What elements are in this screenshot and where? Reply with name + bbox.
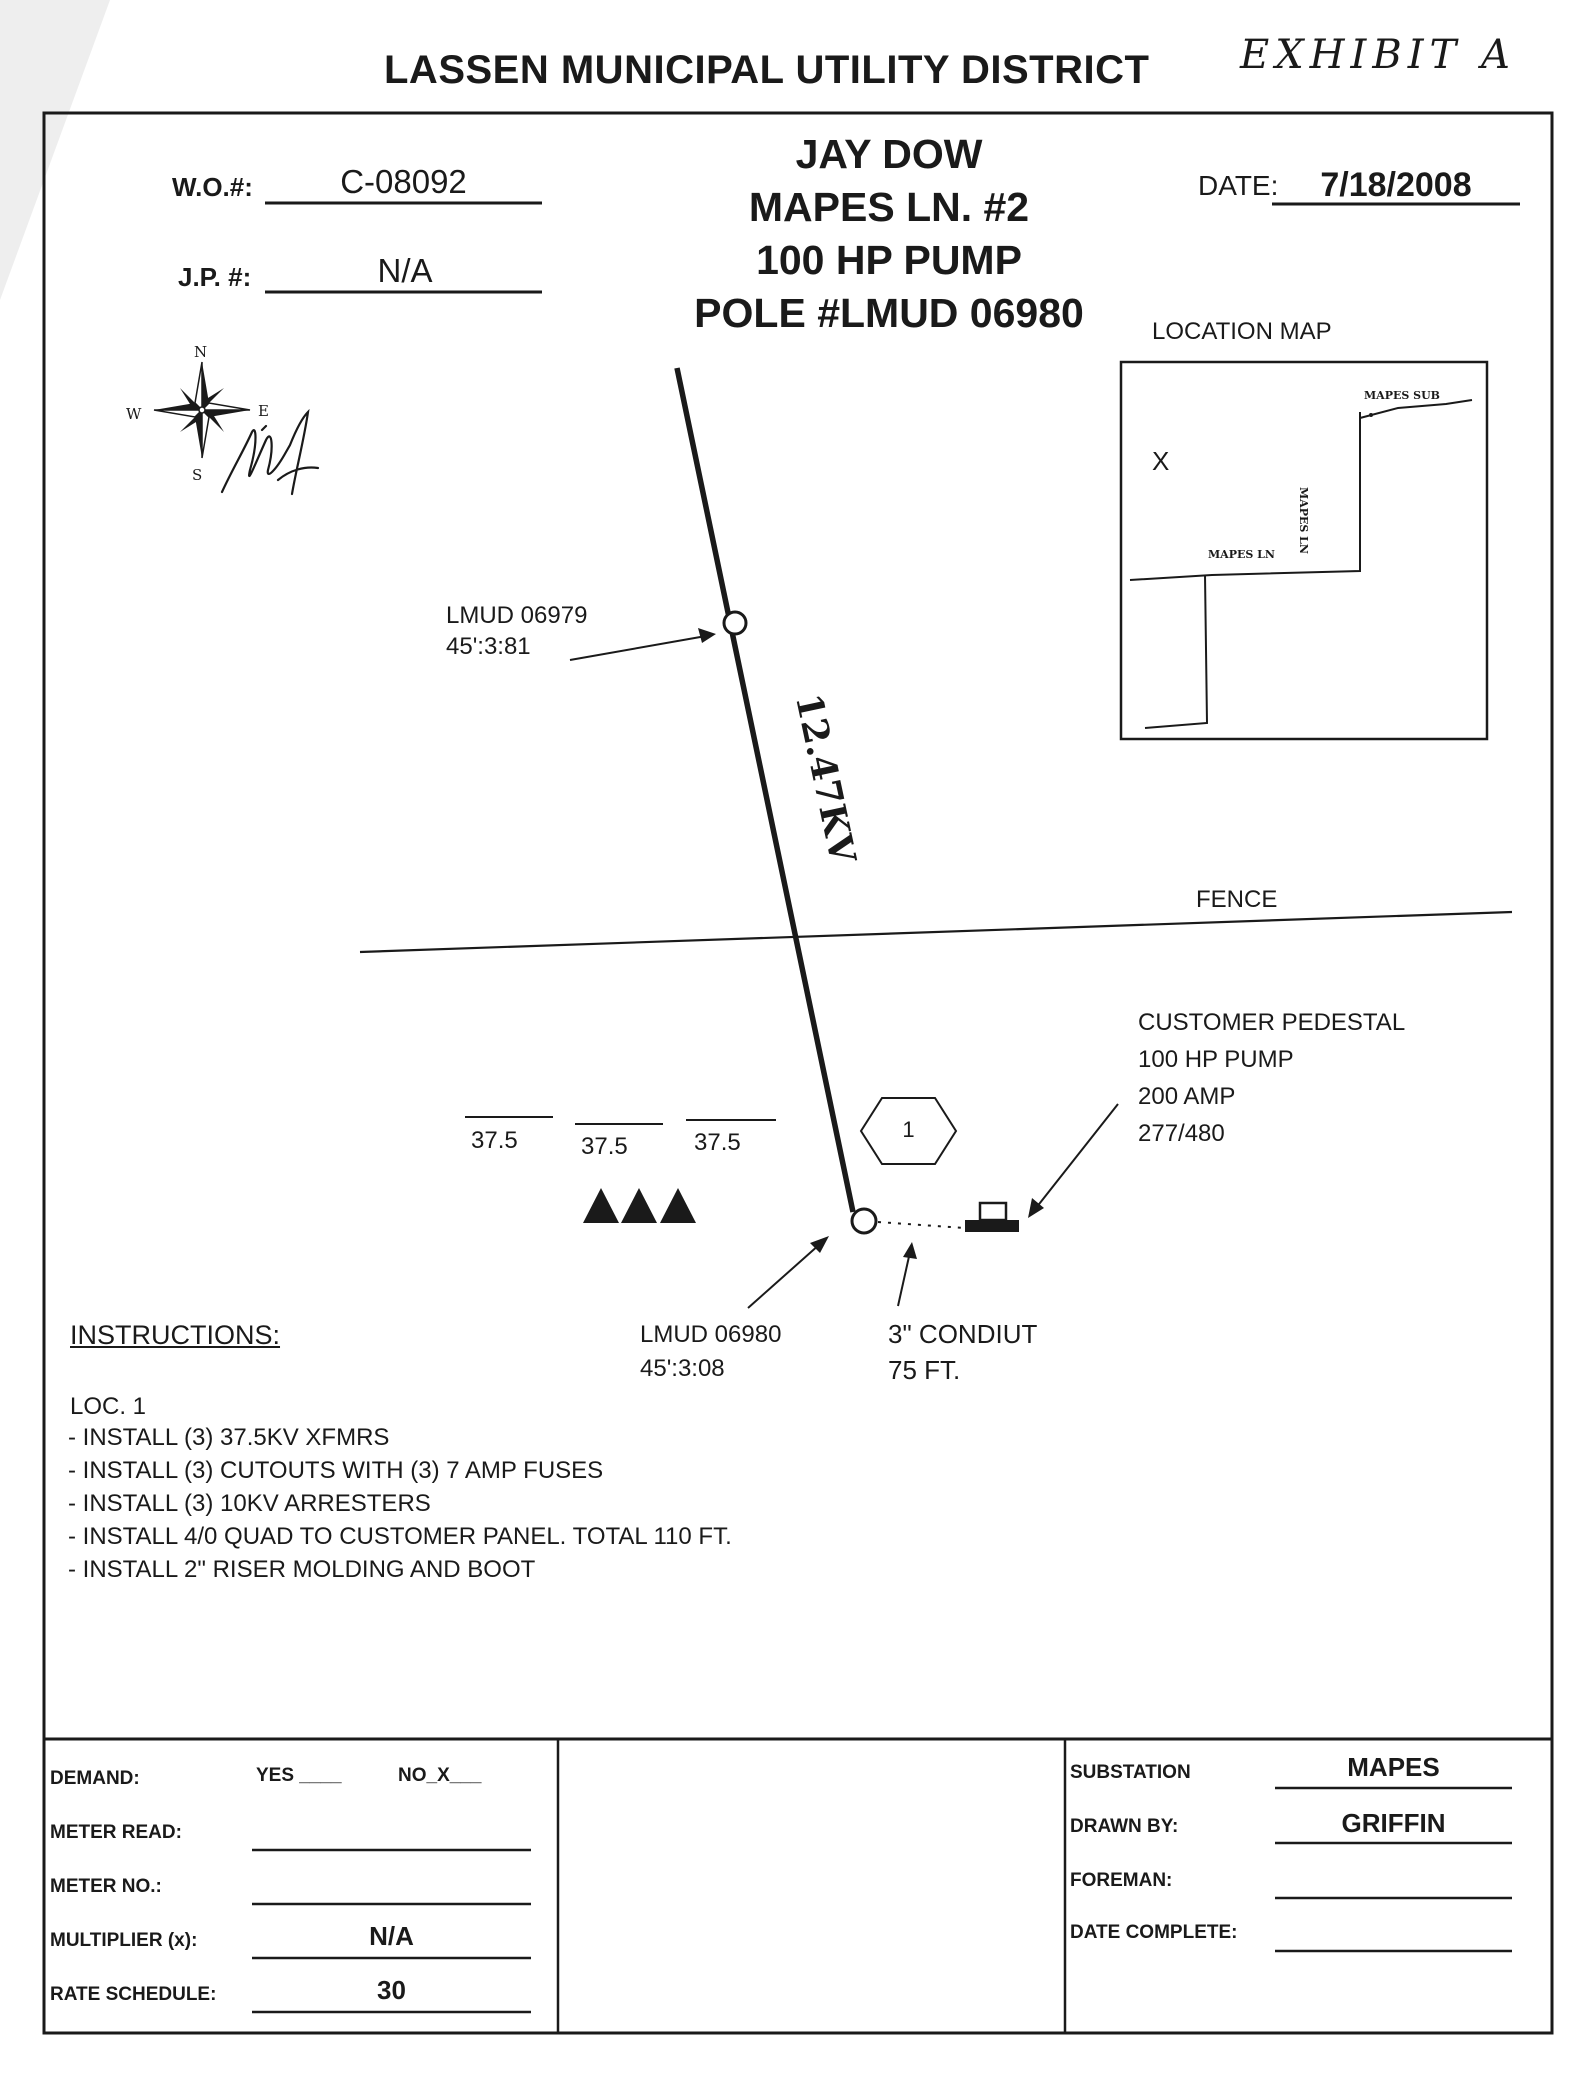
- multiplier-label: MULTIPLIER (x):: [50, 1930, 198, 1951]
- map-sub-dot: [1369, 413, 1373, 417]
- conduit-arrowhead: [903, 1242, 917, 1259]
- customer-line3: 200 AMP: [1138, 1083, 1236, 1110]
- date-complete-label: DATE COMPLETE:: [1070, 1922, 1238, 1943]
- pedestal-arrow-line: [1035, 1103, 1119, 1209]
- xfmr1-size: 37.5: [471, 1127, 518, 1154]
- instructions-list: - INSTALL (3) 37.5KV XFMRS - INSTALL (3)…: [68, 1421, 732, 1586]
- pedestal-arrowhead: [1028, 1198, 1044, 1218]
- compass-n: N: [194, 343, 208, 361]
- xfmr2-size: 37.5: [581, 1133, 628, 1160]
- job-title-block: JAY DOW MAPES LN. #2 100 HP PUMP POLE #L…: [634, 128, 1144, 340]
- jp-label: J.P. #:: [178, 262, 252, 292]
- job-load: 100 HP PUMP: [756, 237, 1022, 283]
- exhibit-label: EXHIBIT A: [1240, 32, 1516, 78]
- instruction-item: - INSTALL 4/0 QUAD TO CUSTOMER PANEL. TO…: [68, 1523, 732, 1550]
- district-title: LASSEN MUNICIPAL UTILITY DISTRICT: [384, 48, 1150, 92]
- map-road-mapes-sub: [1359, 399, 1473, 419]
- customer-line2: 100 HP PUMP: [1138, 1046, 1294, 1073]
- job-pole: POLE #LMUD 06980: [694, 290, 1084, 336]
- pole-06980-marker: [850, 1207, 878, 1235]
- instructions-heading: INSTRUCTIONS:: [70, 1320, 281, 1350]
- conduit-line2: 75 FT.: [888, 1355, 961, 1385]
- substation-label: SUBSTATION: [1070, 1762, 1191, 1783]
- pole2-arrow-line: [747, 1243, 821, 1309]
- date-value: 7/18/2008: [1320, 166, 1472, 204]
- bottom-table-frame: [42, 1737, 1554, 2035]
- service-dotted-line: [877, 1221, 966, 1229]
- rate-schedule-label: RATE SCHEDULE:: [50, 1984, 217, 2005]
- wo-label: W.O.#:: [172, 172, 253, 202]
- pole1-label: LMUD 06979 45':3:81: [446, 600, 587, 662]
- customer-pedestal-label: CUSTOMER PEDESTAL 100 HP PUMP 200 AMP 27…: [1138, 1004, 1405, 1152]
- pole1-spec: 45':3:81: [446, 633, 531, 660]
- instructions-location: LOC. 1: [70, 1393, 147, 1420]
- jp-value: N/A: [377, 252, 433, 289]
- pole1-id: LMUD 06979: [446, 602, 588, 629]
- compass-w: W: [126, 405, 142, 423]
- xfmr1-triangle: [583, 1188, 619, 1223]
- location-map-frame: [1119, 360, 1489, 741]
- pole1-arrowhead: [698, 628, 716, 643]
- pole1-arrow-line: [569, 635, 707, 661]
- pole2-arrowhead: [810, 1236, 829, 1253]
- xfmr2-triangle: [621, 1188, 657, 1223]
- date-label: DATE:: [1198, 170, 1279, 201]
- pole2-label: LMUD 06980 45':3:08: [640, 1318, 781, 1386]
- signature: [220, 408, 320, 496]
- customer-pedestal-top: [978, 1201, 1008, 1222]
- job-location: MAPES LN. #2: [748, 184, 1030, 230]
- primary-line-12-47kv: [674, 367, 856, 1213]
- instruction-item: - INSTALL 2" RISER MOLDING AND BOOT: [68, 1556, 536, 1583]
- meter-read-label: METER READ:: [50, 1822, 182, 1843]
- location-map-label: LOCATION MAP: [1152, 318, 1332, 345]
- map-road-mapes-ln: [1129, 412, 1361, 581]
- demand-label: DEMAND:: [50, 1768, 140, 1789]
- pole2-id: LMUD 06980: [640, 1321, 782, 1348]
- customer-pedestal-base: [965, 1220, 1019, 1232]
- instruction-item: - INSTALL (3) CUTOUTS WITH (3) 7 AMP FUS…: [68, 1457, 604, 1484]
- meter-no-label: METER NO.:: [50, 1876, 162, 1897]
- drawn-by-label: DRAWN BY:: [1070, 1816, 1179, 1837]
- location-map-x-mark: X: [1152, 446, 1170, 476]
- conduit-arrow-line: [897, 1251, 911, 1307]
- rate-schedule-value: 30: [377, 1975, 406, 2005]
- compass-s: S: [192, 466, 203, 484]
- customer-line1: CUSTOMER PEDESTAL: [1138, 1009, 1406, 1036]
- compass-rose-icon: [153, 361, 251, 459]
- compass-e: E: [258, 402, 269, 420]
- map-road-south: [1144, 574, 1209, 729]
- substation-value: MAPES: [1347, 1752, 1440, 1782]
- customer-line4: 277/480: [1138, 1120, 1225, 1147]
- foreman-label: FOREMAN:: [1070, 1870, 1173, 1891]
- fence-label: FENCE: [1196, 886, 1278, 913]
- job-customer: JAY DOW: [795, 131, 983, 177]
- demand-yes: YES ____: [256, 1765, 342, 1786]
- drawn-by-value: GRIFFIN: [1341, 1808, 1446, 1838]
- xfmr3-size: 37.5: [694, 1129, 741, 1156]
- fence-line: [359, 910, 1513, 954]
- xfmr3-triangle: [660, 1188, 696, 1223]
- conduit-line1: 3" CONDIUT: [888, 1319, 1038, 1349]
- map-label-mapes-ln: MAPES LN: [1208, 548, 1275, 561]
- instruction-item: - INSTALL (3) 10KV ARRESTERS: [68, 1490, 431, 1517]
- conduit-label: 3" CONDIUT 75 FT.: [888, 1316, 1037, 1388]
- map-label-mapes-sub: MAPES SUB: [1364, 389, 1440, 402]
- pole-06979-marker: [722, 610, 748, 636]
- pole2-spec: 45':3:08: [640, 1355, 725, 1382]
- wo-value: C-08092: [340, 163, 467, 200]
- multiplier-value: N/A: [369, 1921, 414, 1951]
- scan-corner: [0, 0, 110, 300]
- map-label-mapes-ln-vertical: MAPES LN: [1297, 487, 1310, 554]
- location-number: 1: [902, 1117, 915, 1142]
- instruction-item: - INSTALL (3) 37.5KV XFMRS: [68, 1424, 390, 1451]
- demand-no: NO_X___: [398, 1765, 482, 1786]
- location-hexagon: [859, 1097, 958, 1165]
